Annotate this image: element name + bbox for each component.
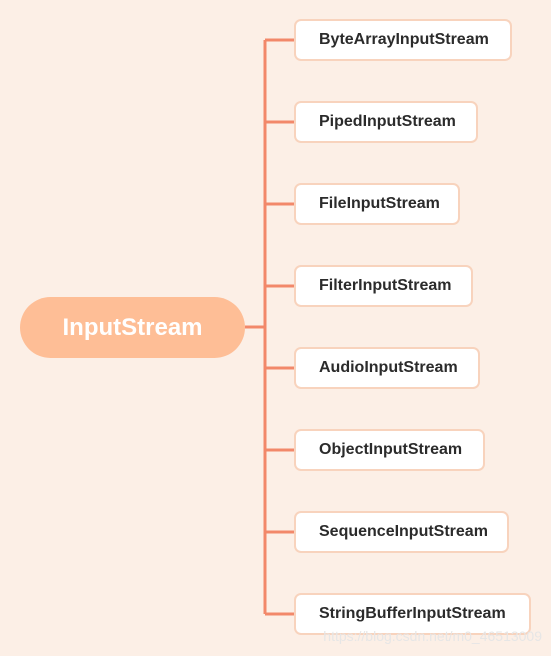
child-node-sequenceinputstream[interactable]: SequenceInputStream <box>294 511 509 553</box>
child-node-label: StringBufferInputStream <box>319 605 506 622</box>
child-node-stringbufferinputstream[interactable]: StringBufferInputStream <box>294 593 531 635</box>
root-node-label: InputStream <box>62 313 203 341</box>
child-node-label: FilterInputStream <box>319 277 452 294</box>
watermark-text: https://blog.csdn.net/m0_46513009 <box>323 628 542 644</box>
child-node-filterinputstream[interactable]: FilterInputStream <box>294 265 473 307</box>
child-node-label: SequenceInputStream <box>319 523 488 540</box>
root-node-inputstream[interactable]: InputStream <box>20 297 245 358</box>
child-node-objectinputstream[interactable]: ObjectInputStream <box>294 429 485 471</box>
child-node-label: ByteArrayInputStream <box>319 31 489 48</box>
child-node-label: FileInputStream <box>319 195 440 212</box>
child-node-pipedinputstream[interactable]: PipedInputStream <box>294 101 478 143</box>
child-node-bytearrayinputstream[interactable]: ByteArrayInputStream <box>294 19 512 61</box>
child-node-label: ObjectInputStream <box>319 441 463 458</box>
child-node-audioinputstream[interactable]: AudioInputStream <box>294 347 480 389</box>
child-node-fileinputstream[interactable]: FileInputStream <box>294 183 460 225</box>
child-node-label: AudioInputStream <box>319 359 458 376</box>
child-node-label: PipedInputStream <box>319 113 456 130</box>
